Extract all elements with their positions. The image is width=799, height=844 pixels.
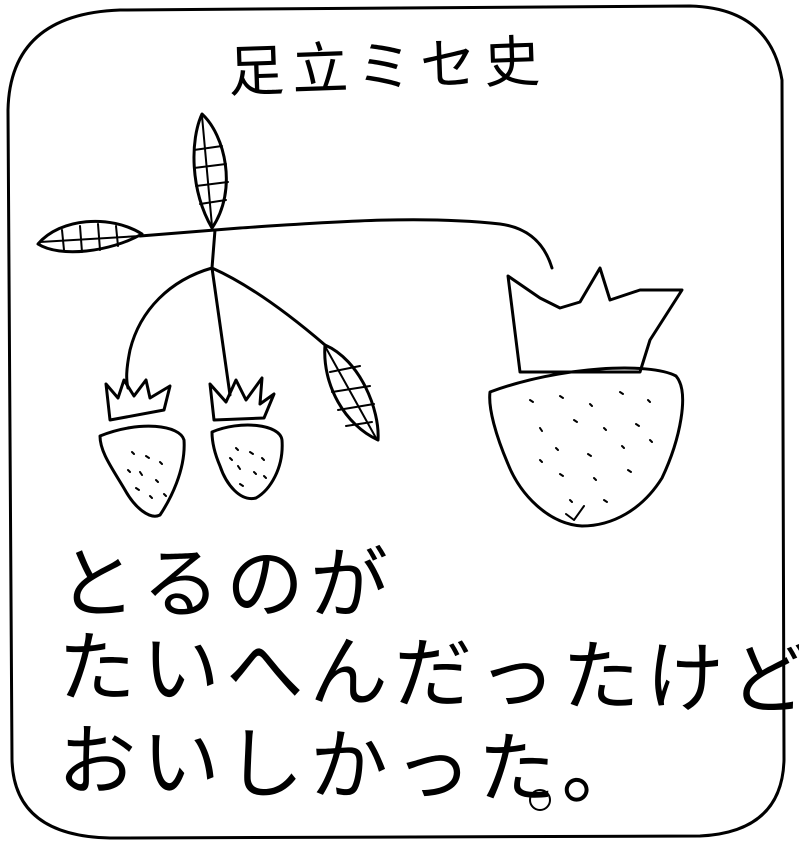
small-strawberry-left [98, 378, 186, 518]
branch-stems [125, 228, 327, 397]
main-stem [138, 218, 554, 270]
drawing-frame [6, 4, 786, 840]
small-strawberry-middle [208, 376, 284, 501]
left-leaf [36, 219, 144, 254]
caption-line-3: おいしかった。 [57, 716, 647, 818]
right-leaf [323, 343, 380, 442]
top-leaf [192, 112, 229, 230]
period-mark [529, 789, 551, 811]
big-strawberry [488, 266, 685, 528]
caption-line-1: とるのが [58, 540, 395, 630]
artist-name: 足立ミセ史 [227, 29, 550, 106]
